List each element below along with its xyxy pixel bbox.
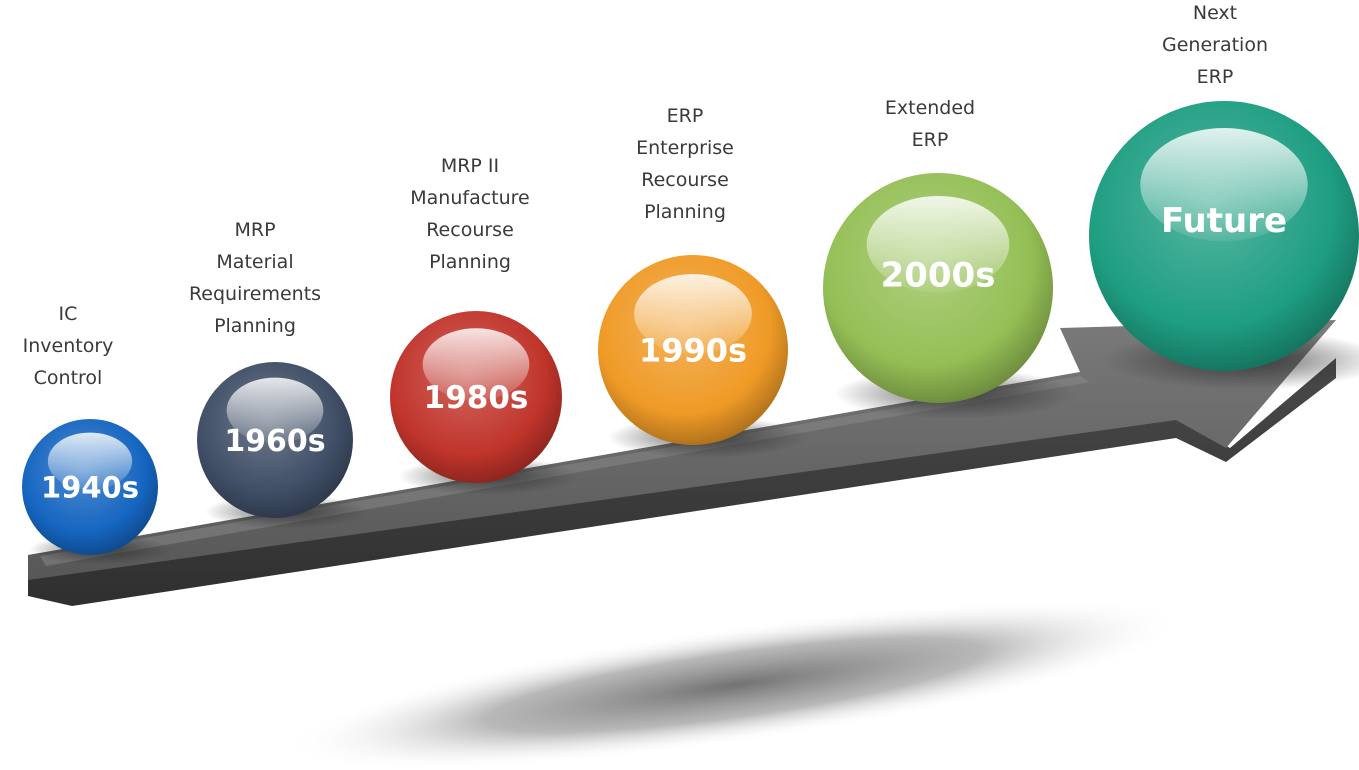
era-label-2000s: 2000s bbox=[881, 255, 996, 295]
description-line: Generation bbox=[1162, 34, 1268, 56]
description-line: ERP bbox=[911, 129, 949, 151]
description-line: Control bbox=[33, 367, 103, 389]
description-line: Next bbox=[1192, 2, 1238, 24]
description-line: Manufacture bbox=[410, 187, 530, 209]
description-line: Requirements bbox=[188, 283, 322, 305]
sphere-gloss-1960s bbox=[226, 377, 324, 444]
sphere-gloss-1990s bbox=[634, 274, 752, 354]
description-line: IC bbox=[58, 303, 78, 325]
sphere-gloss-future bbox=[1140, 128, 1308, 242]
arrow-side bbox=[28, 358, 1336, 606]
sphere-gloss-1940s bbox=[47, 432, 133, 490]
description-line: Planning bbox=[214, 315, 296, 337]
floor-shadow bbox=[284, 599, 1186, 770]
era-label-1940s: 1940s bbox=[41, 470, 139, 504]
era-label-1960s: 1960s bbox=[224, 424, 325, 459]
era-label-1980s: 1980s bbox=[424, 380, 529, 416]
sphere-gloss-1980s bbox=[422, 328, 530, 401]
era-label-future: Future bbox=[1161, 201, 1287, 241]
description-line: Enterprise bbox=[636, 137, 734, 159]
era-label-1990s: 1990s bbox=[639, 332, 747, 370]
sphere-gloss-2000s bbox=[866, 196, 1010, 293]
description-line: Planning bbox=[429, 251, 511, 273]
description-line: Material bbox=[216, 251, 294, 273]
description-line: Extended bbox=[884, 97, 976, 119]
description-line: Planning bbox=[644, 201, 726, 223]
description-line: Inventory bbox=[22, 335, 114, 357]
description-line: MRP bbox=[234, 219, 276, 241]
description-line: Recourse bbox=[641, 169, 729, 191]
description-line: MRP II bbox=[440, 155, 500, 177]
description-line: ERP bbox=[666, 105, 704, 127]
description-line: ERP bbox=[1196, 66, 1234, 88]
description-line: Recourse bbox=[426, 219, 514, 241]
